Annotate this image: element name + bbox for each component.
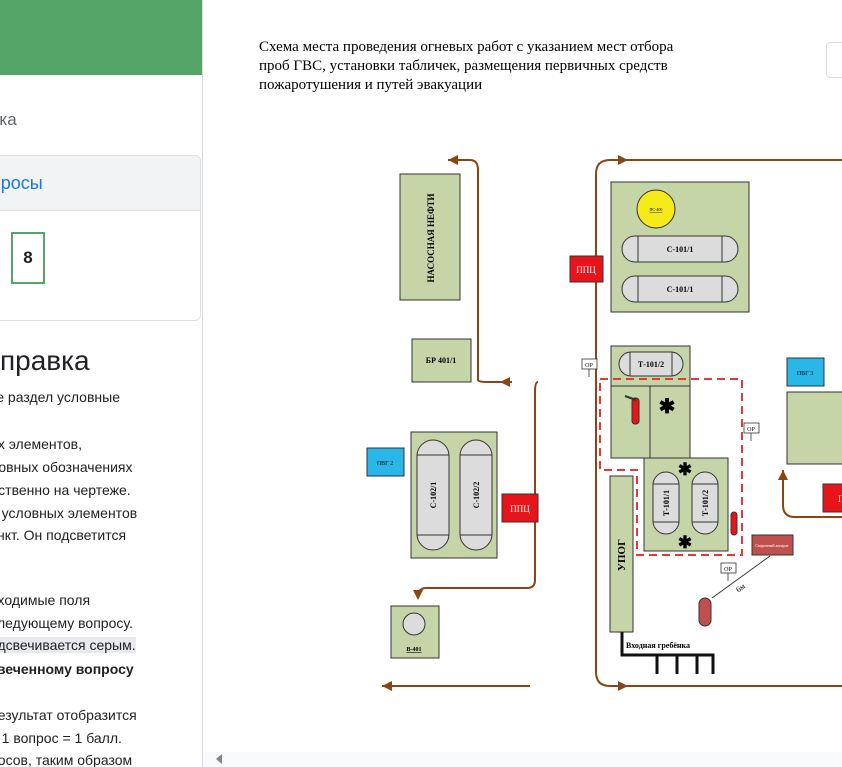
vessel-c102-2 xyxy=(459,439,493,551)
op-sign-label: ОР xyxy=(724,567,732,573)
distance-label: 6м xyxy=(734,582,747,595)
fire-extinguisher-icon xyxy=(730,511,738,536)
help-text-line: росов, таким образом xyxy=(0,752,133,767)
heat-exchanger-t1012 xyxy=(618,351,684,377)
sidebar-header: l xyxy=(0,0,202,75)
heat-exchanger-t1011 xyxy=(652,471,680,535)
sidebar: l нка просы 8 справка те раздел условные… xyxy=(0,0,203,767)
op-sign-label: ОР xyxy=(747,427,755,433)
fire-shield-ppc-3-label: П xyxy=(838,494,842,504)
vessel-c101-a-label: С-101/1 xyxy=(667,245,694,254)
help-text-line: результат отобразится xyxy=(0,707,137,723)
heat-exchanger-t1011-label: Т-101/1 xyxy=(662,490,671,516)
horizontal-scrollbar[interactable] xyxy=(203,752,842,767)
vessel-c101-a xyxy=(621,235,739,263)
tab-questions-label: просы xyxy=(0,173,43,193)
sampling-point-yellow xyxy=(636,189,676,229)
hydrant-pg2 xyxy=(366,447,405,477)
hydrant-pg3-label: ПВГ 3 xyxy=(797,371,813,377)
br-unit xyxy=(411,338,472,383)
help-text-line: следующему вопросу. xyxy=(0,615,133,631)
questions-card: просы 8 xyxy=(0,155,201,321)
inlet-manifold-label: Входная гребёнка xyxy=(626,641,690,650)
title-line: Схема места проведения огневых работ с у… xyxy=(259,39,674,55)
help-text-line: ункт. Он подсветится xyxy=(0,527,127,543)
scroll-left-arrow-icon[interactable] xyxy=(216,754,222,764)
heat-exchanger-t1012-label: Т-101/2 xyxy=(638,360,664,369)
help-text-line: е условных элементов xyxy=(0,505,138,521)
fire-shield-ppc-2-label: ППЦ xyxy=(576,265,596,275)
help-text-line: те раздел условные xyxy=(0,389,120,405)
vessel-c101-b xyxy=(621,275,739,303)
evacuation-arrows xyxy=(382,155,788,691)
gas-cylinder-icon xyxy=(698,597,712,627)
tab-reference[interactable]: нка xyxy=(0,110,17,129)
asterisk-icon: ✱ xyxy=(659,396,676,418)
danger-zone xyxy=(599,378,743,556)
pump-station xyxy=(399,173,461,301)
upog-label: УПОГ xyxy=(616,539,628,571)
vessel-c101-b-label: С-101/1 xyxy=(667,285,694,294)
fire-shield-ppc xyxy=(501,493,539,523)
help-text-line: а 1 вопрос = 1 балл. xyxy=(0,730,122,746)
vessel-c102-1 xyxy=(416,439,450,551)
op-sign-label: ОР xyxy=(585,363,593,369)
question-number-button[interactable]: 8 xyxy=(11,232,45,284)
fire-shield-ppc-label: ППЦ xyxy=(510,504,530,514)
distance-line xyxy=(711,555,771,599)
op-sign xyxy=(581,358,598,370)
welding-machine-label: Сварочный аппарат xyxy=(755,543,789,548)
tank-b401-label: В-401 xyxy=(407,647,422,653)
tab-questions[interactable]: просы xyxy=(0,156,200,211)
help-text-line: одсвечивается серым. xyxy=(0,637,136,653)
heat-exchanger-t1012b-label: Т-101/2 xyxy=(701,490,710,516)
title-line: проб ГВС, установки табличек, размещения… xyxy=(259,58,668,74)
vessel-c102-1-label: С-102/1 xyxy=(429,482,438,509)
vessel-c102-2-label: С-102/2 xyxy=(472,482,481,509)
help-text-line: твеченному вопросу xyxy=(0,661,134,677)
equipment-block-right xyxy=(786,391,842,465)
help-text-line: их элементов, xyxy=(0,436,83,452)
document-title: Схема места проведения огневых работ с у… xyxy=(259,38,759,95)
pump-station-label: НАСОСНАЯ НЕФТИ xyxy=(426,194,436,283)
hydrant-pg2-label: ПВГ 2 xyxy=(377,461,393,467)
inlet-manifold xyxy=(620,632,715,674)
fire-shield-ppc-3 xyxy=(822,483,842,513)
heat-exchanger-t1012b xyxy=(691,471,719,535)
help-text-line: бходимые поля xyxy=(0,592,91,608)
asterisk-icon: ✱ xyxy=(678,460,692,479)
fire-extinguisher-icon xyxy=(631,397,640,425)
op-sign xyxy=(743,422,760,434)
help-text-line: ловных обозначениях xyxy=(0,459,133,475)
sampling-point-label: ПС-400 xyxy=(650,207,663,212)
help-text-line: дственно на чертеже. xyxy=(0,482,131,498)
op-sign xyxy=(720,562,737,574)
help-heading: справка xyxy=(0,345,90,376)
title-line: пожаротушения и путей эвакуации xyxy=(259,77,483,93)
fire-shield-ppc-2 xyxy=(569,255,604,283)
hydrant-pg3 xyxy=(786,357,825,387)
br-unit-label: БР 401/1 xyxy=(426,356,456,365)
welding-machine xyxy=(751,534,794,556)
toolbar-button[interactable] xyxy=(826,42,842,78)
asterisk-icon: ✱ xyxy=(678,533,692,552)
